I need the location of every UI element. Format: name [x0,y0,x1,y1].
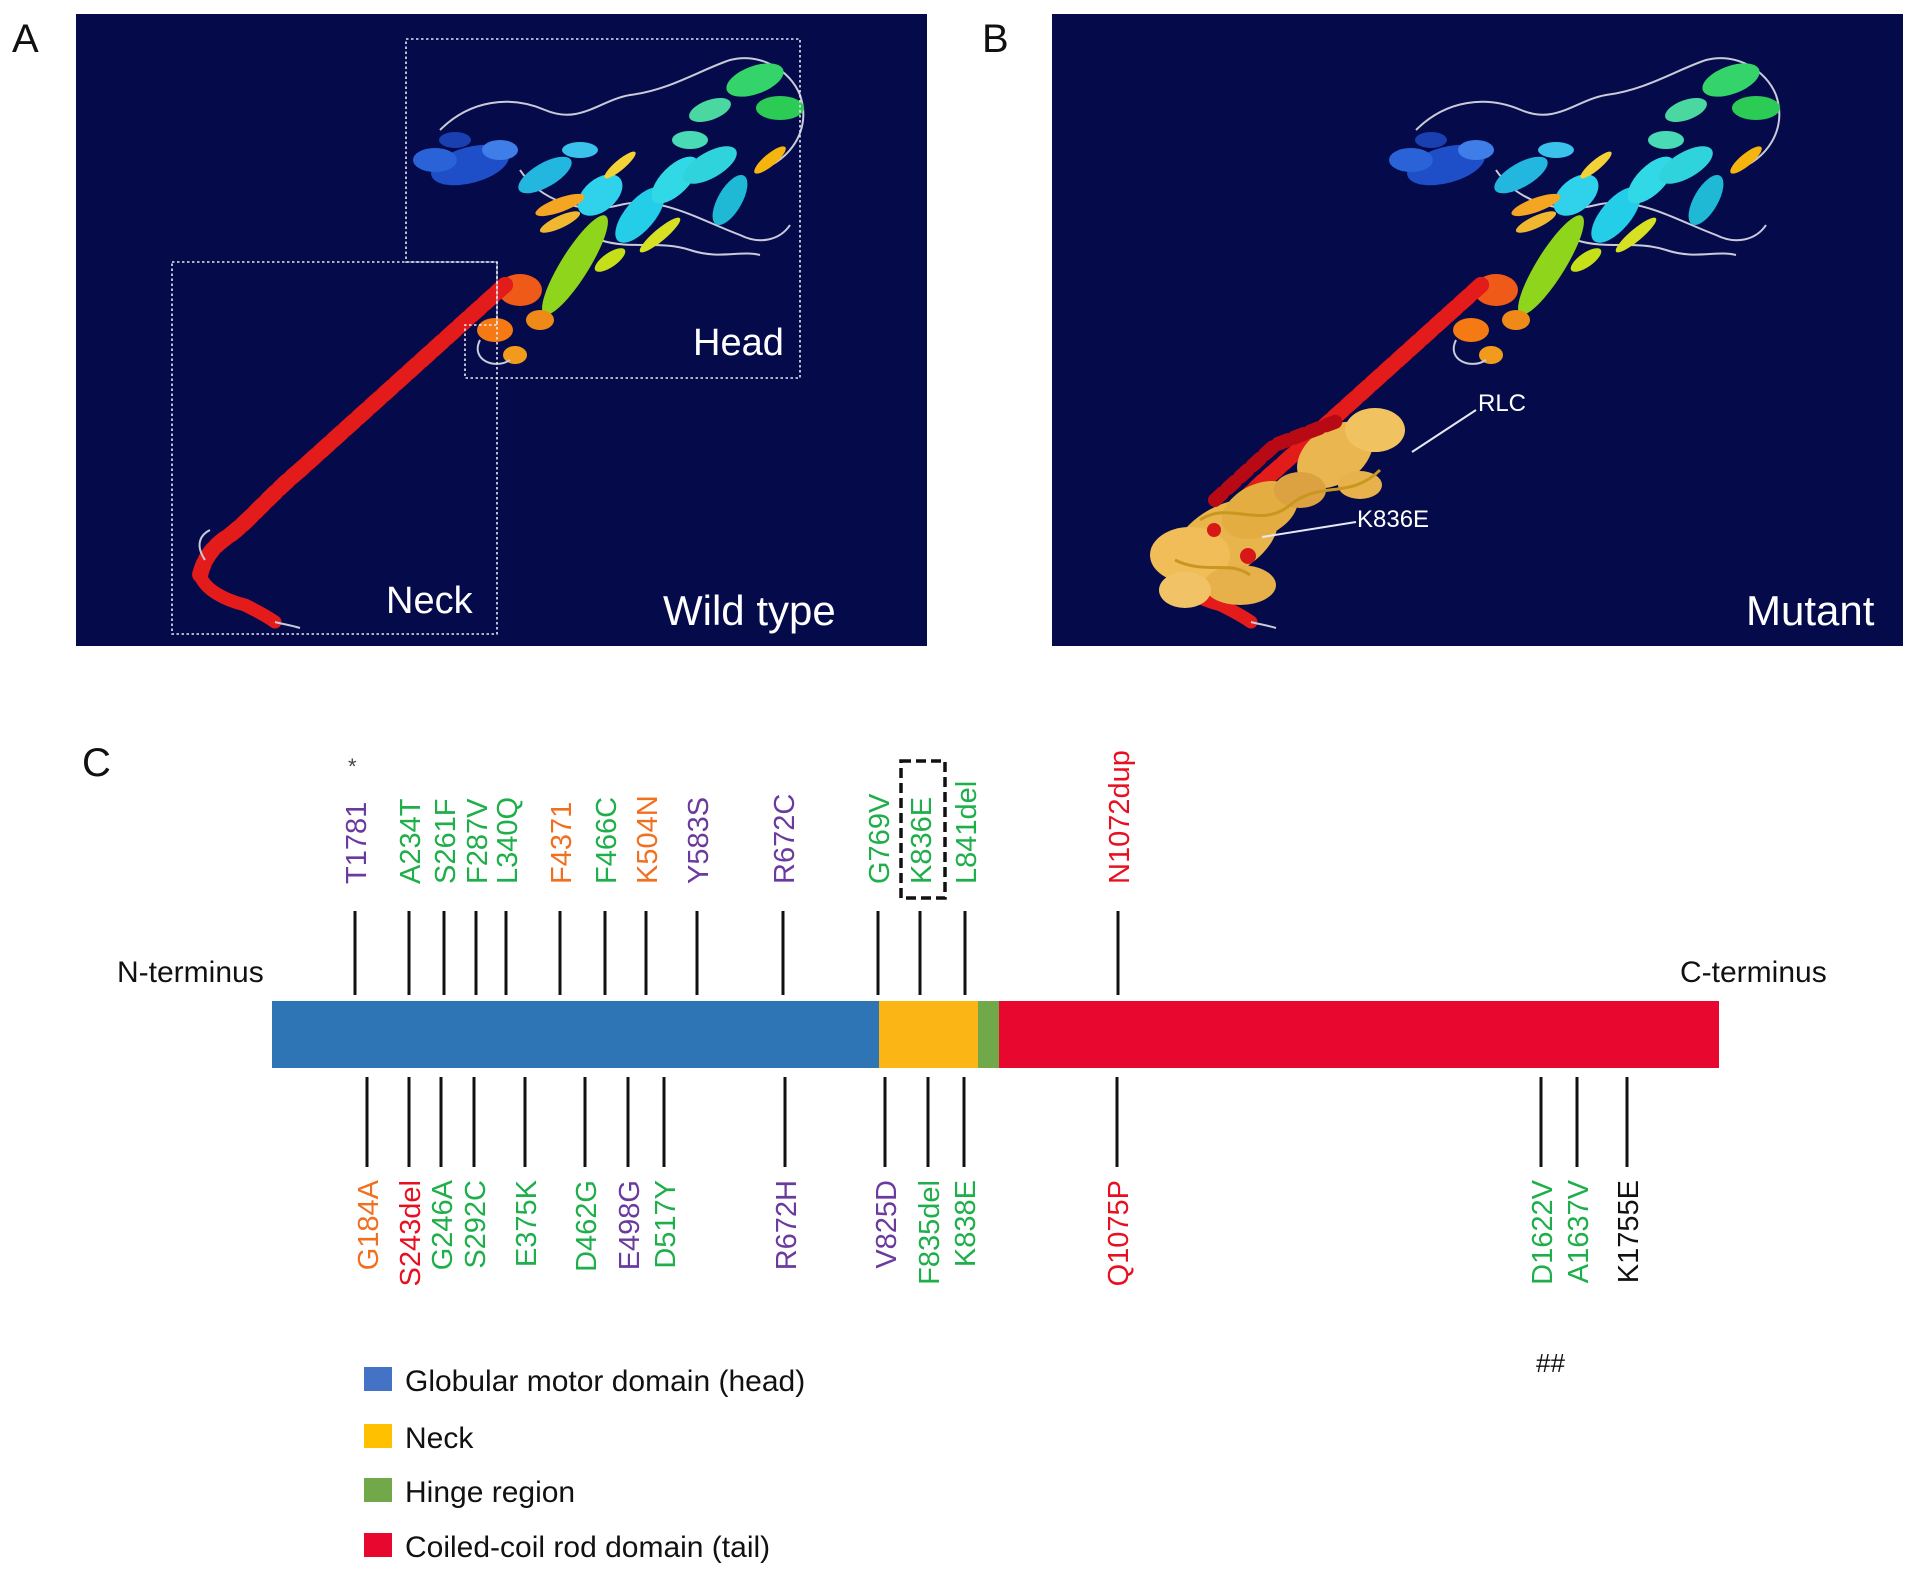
top-mutation-label: L841del [951,781,983,884]
domain-segment-head [272,1001,879,1068]
legend-label-hinge: Hinge region [405,1476,575,1509]
top-mutation-label: F466C [591,797,623,884]
bottom-mutation-label: G246A [427,1179,459,1270]
bottom-mutation-label: K838E [950,1180,982,1267]
legend-label-neck: Neck [405,1422,474,1455]
k836e-highlight-box [899,759,947,900]
top-mutation-label: L340Q [492,797,524,884]
rlc-structure [1150,408,1405,608]
bottom-mutation-label: A1637V [1563,1179,1595,1283]
panel-c-letter: C [82,741,111,785]
head-label: Head [693,322,784,364]
legend-swatch-neck [364,1424,392,1448]
legend-swatch-head [364,1367,392,1391]
bottom-mutation-label: E375K [511,1179,543,1267]
panel-a-letter: A [12,17,39,61]
legend-label-head: Globular motor domain (head) [405,1365,805,1398]
bottom-mutation-label: V825D [871,1180,903,1269]
k836e-pointer [1261,521,1357,538]
head-region-box [405,38,801,379]
bottom-mutation-label: D1622V [1527,1179,1559,1284]
n-terminus-label: N-terminus [117,956,264,989]
legend-label-tail: Coiled-coil rod domain (tail) [405,1531,770,1564]
domain-segment-hinge [978,1001,999,1068]
bottom-mutation-label: K1755E [1613,1180,1645,1283]
neck-label: Neck [386,580,474,622]
neck-region-box [171,261,498,635]
domain-segment-tail [999,1001,1719,1068]
bottom-mutation-label: R672H [771,1180,803,1270]
top-mutation-label: N1072dup [1104,750,1136,884]
bottom-mutation-label: E498G [614,1180,646,1270]
k836e-structure-label: K836E [1357,506,1429,533]
domain-segment-neck [879,1001,978,1068]
top-mutation-label: R672C [769,794,801,884]
legend: Globular motor domain (head) Neck Hinge … [364,1365,805,1564]
bottom-mutation-label: Q1075P [1103,1180,1135,1286]
top-mutation-label: Y583S [683,797,715,884]
bottom-mutation-label: D517Y [650,1180,682,1269]
top-mutation-label: A234T [395,798,427,884]
top-mutation-label: G769V [864,793,896,884]
mutant-label: Mutant [1746,587,1875,634]
c-terminus-label: C-terminus [1680,956,1827,989]
bottom-mutation-label: S243del [395,1180,427,1286]
rlc-label: RLC [1478,390,1526,417]
top-mutation-label: F4371 [546,802,578,884]
top-mutation-label: F287V [462,798,494,884]
domain-bar [272,1001,1719,1068]
asterisk-mark: * [348,754,357,779]
legend-swatch-hinge [364,1478,392,1502]
hash-mark: ## [1536,1348,1565,1378]
top-mutation-label: K504N [632,795,664,884]
top-mutation-label: S261F [430,799,462,884]
bottom-mutation-label: D462G [571,1180,603,1272]
rlc-pointer [1411,409,1477,453]
legend-swatch-tail [364,1533,392,1557]
bottom-mutation-label: S292C [460,1180,492,1269]
wild-type-label: Wild type [663,587,836,634]
top-mutation-label: K836E [906,797,938,884]
top-mutation-label: T1781 [341,802,373,884]
bottom-mutation-label: F835del [914,1180,946,1285]
bottom-mutation-label: G184A [353,1179,385,1270]
panel-b-letter: B [982,17,1009,61]
